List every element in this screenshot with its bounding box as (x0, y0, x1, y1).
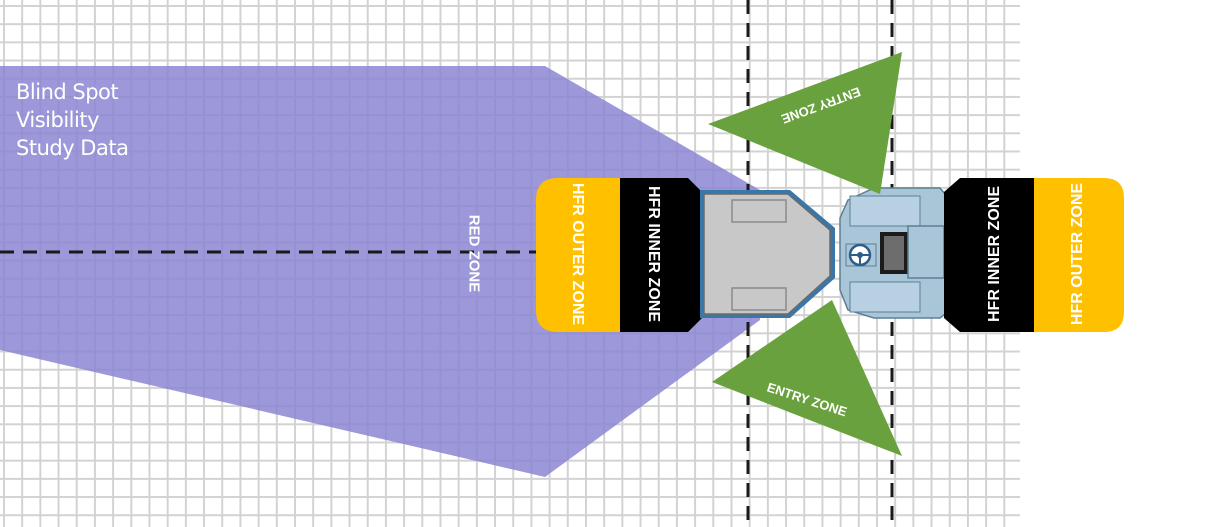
vehicle-topdown-icon (700, 187, 951, 319)
steering-wheel-icon (848, 243, 872, 267)
hfr-outer-zone-right (1034, 178, 1124, 332)
entry-zone-bottom (712, 300, 902, 456)
study-title: Blind Spot Visibility Study Data (16, 78, 216, 162)
blind-spot-region (0, 66, 760, 477)
hfr-outer-zone-left (536, 178, 622, 332)
hfr-inner-zone-right (944, 178, 1036, 332)
hfr-outer-zone-left-label: HFR OUTER ZONE (569, 182, 586, 326)
hfr-inner-zone-right-label: HFR INNER ZONE (986, 186, 1003, 322)
hfr-inner-zone-left (620, 178, 702, 332)
entry-zone-top (708, 52, 902, 194)
hfr-inner-zone-left-label: HFR INNER ZONE (645, 186, 662, 322)
title-line-2: Visibility (16, 108, 100, 132)
title-line-3: Study Data (16, 136, 129, 160)
title-line-1: Blind Spot (16, 80, 119, 104)
red-zone-label: RED ZONE (465, 214, 483, 293)
hfr-outer-zone-right-label: HFR OUTER ZONE (1069, 182, 1086, 326)
